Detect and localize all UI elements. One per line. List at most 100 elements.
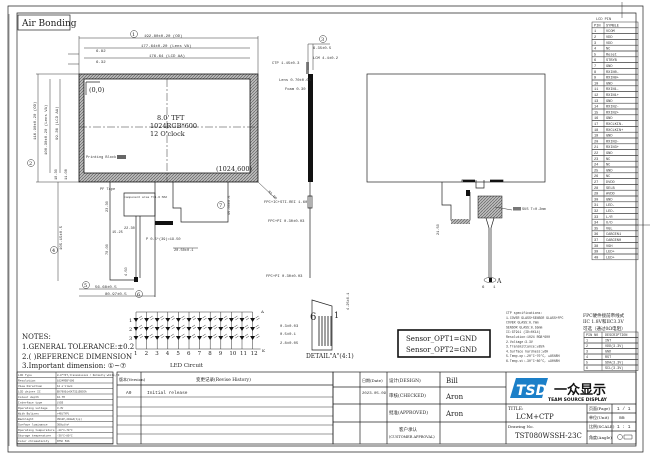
led-diode-icon [239,327,245,331]
svg-text:3: 3 [594,42,596,46]
svg-text:-30°C~80°C: -30°C~80°C [57,434,73,438]
svg-text:RXIN2+: RXIN2+ [606,111,619,115]
led-diode-icon [133,336,139,340]
svg-text:With Bylines: With Bylines [18,412,39,416]
svg-text:单位(Unit): 单位(Unit) [589,414,609,420]
svg-text:21.50: 21.50 [437,224,441,235]
svg-text:SCL(3.3V): SCL(3.3V) [605,366,623,371]
svg-text:RXIN2-: RXIN2- [606,106,619,110]
origin-label: (0,0) [89,86,105,94]
svg-text:RXIN1+: RXIN1+ [606,94,619,98]
led-diode-icon [186,336,192,340]
ctp-spec-line: COVER GLASS:0.7mm [506,321,539,325]
spec-row: Operating temperature-20°C~70°C [17,428,113,433]
svg-text:component area T=1.6 MAX: component area T=1.6 MAX [124,196,167,199]
svg-text:Drawing No.: Drawing No. [508,424,534,429]
svg-text:22: 22 [594,152,598,156]
svg-text:VDD(3.3V): VDD(3.3V) [605,344,623,349]
panel-title: 8.0' TFT [157,114,185,122]
svg-text:LVDS: LVDS [57,402,64,405]
svg-text:4: 4 [586,356,588,360]
svg-text:SDA(3.3V): SDA(3.3V) [605,361,623,366]
led-diode-icon [154,336,160,340]
svg-text:LCM 4.4±0.2: LCM 4.4±0.2 [313,57,339,61]
svg-text:K: K [262,348,266,353]
svg-text:日期(Date): 日期(Date) [362,377,383,383]
led-diode-icon [133,318,139,322]
ctp-spec-line: 6.Temp.st:-30°C~80°C, ≤90%RH [506,359,560,363]
svg-text:100.30±0.20 (Lens VA): 100.30±0.20 (Lens VA) [44,105,49,155]
svg-text:14: 14 [594,106,598,110]
svg-text:17: 17 [594,123,598,127]
svg-text:Colour depth: Colour depth [18,395,39,399]
svg-text:Aron: Aron [445,410,464,418]
svg-text:1024RGB*600: 1024RGB*600 [57,379,75,383]
svg-text:LCD Type: LCD Type [18,374,32,377]
led-diode-icon [154,327,160,331]
svg-text:24: 24 [594,164,598,168]
ctp-spec-line: 1.COVER GLASS+SENSOR GLASS+FPC [506,316,563,320]
svg-text:GND: GND [606,135,612,139]
svg-text:NC: NC [606,175,610,179]
svg-text:审核(CHECKED): 审核(CHECKED) [389,392,426,399]
svg-text:LED Circuit: LED Circuit [170,363,204,369]
svg-text:0.3±0.03: 0.3±0.03 [280,325,299,329]
svg-text:15.25: 15.25 [112,231,123,235]
svg-text:3: 3 [155,351,159,357]
company-logo: TSD 一众显示 TEAM SOURCE DISPLAY [510,378,608,403]
svg-text:6: 6 [187,351,191,357]
svg-text:1.GENERAL TOLERANCE:±0.2: 1.GENERAL TOLERANCE:±0.2 [22,343,134,351]
svg-text:8: 8 [208,351,212,357]
svg-text:3: 3 [586,351,588,355]
led-diode-icon [154,318,160,322]
svg-text:12 o'clock: 12 o'clock [57,384,73,388]
led-diode-icon [165,318,171,322]
svg-text:CTP 1.45±0.3: CTP 1.45±0.3 [272,62,300,66]
svg-text:STBYB: STBYB [606,59,618,63]
svg-text:6: 6 [137,292,140,298]
end-point-label: (1024,600) [216,165,253,173]
svg-text:56.68±0.5: 56.68±0.5 [95,286,117,290]
svg-text:1: 1 [134,351,138,357]
ctp-spec-line: CTP specifications: [506,311,542,315]
svg-text:RXIN1-: RXIN1- [606,88,619,92]
svg-text:2: 2 [29,161,32,167]
svg-text:FPC+PI 0.30±0.03: FPC+PI 0.30±0.03 [266,275,303,279]
svg-text:Surface luminance: Surface luminance [18,423,48,427]
svg-text:21: 21 [594,146,598,150]
led-diode-icon [175,336,181,340]
led-diode-icon [228,318,234,322]
svg-text:PIN: PIN [594,24,600,28]
svg-text:3: 3 [321,37,324,43]
svg-text:30: 30 [594,198,598,202]
svg-text:INT: INT [605,340,611,344]
svg-text:VDD: VDD [606,42,612,46]
svg-text:10: 10 [229,351,236,357]
svg-text:TEAM SOURCE DISPLAY: TEAM SOURCE DISPLAY [548,397,608,403]
svg-text:Initial release: Initial release [147,390,188,396]
svg-text:LCD driver IC: LCD driver IC [18,390,41,394]
svg-text:GND: GND [606,198,612,202]
svg-text:6.32: 6.32 [96,61,106,65]
led-diode-icon [144,318,150,322]
revision-table: 版本(Version) 变更记录(Revise History) A0 Init… [116,371,334,445]
svg-text:P 0.5*(39)=19.50: P 0.5*(39)=19.50 [146,237,181,242]
svg-text:批准(APPROVED): 批准(APPROVED) [389,409,428,416]
svg-text:39: 39 [594,251,598,255]
svg-text:R1.00: R1.00 [267,191,277,201]
